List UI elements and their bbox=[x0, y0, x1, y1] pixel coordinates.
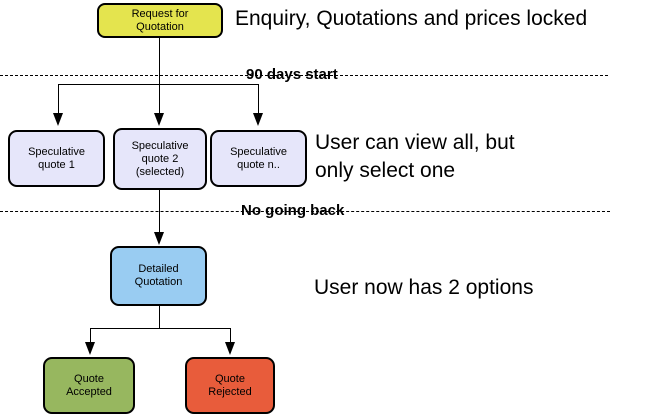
arrowhead-down-icon bbox=[154, 232, 164, 245]
node-detailed-quotation: Detailed Quotation bbox=[110, 246, 207, 306]
phase-divider-line-2 bbox=[0, 211, 610, 212]
node-quote-accepted: Quote Accepted bbox=[43, 357, 135, 414]
node-label: Quote Accepted bbox=[66, 372, 112, 398]
phase-label-90-days: 90 days start bbox=[246, 66, 338, 83]
arrowhead-down-icon bbox=[53, 113, 63, 126]
connector-request-down bbox=[159, 38, 160, 84]
node-label: Quote Rejected bbox=[208, 372, 252, 398]
node-speculative-quote-n: Speculative quote n.. bbox=[210, 130, 307, 187]
arrowhead-down-icon bbox=[253, 113, 263, 126]
node-speculative-quote-1: Speculative quote 1 bbox=[8, 130, 105, 187]
node-label: Request for Quotation bbox=[131, 7, 189, 33]
connector-branch-top bbox=[58, 84, 259, 85]
node-quote-rejected: Quote Rejected bbox=[185, 357, 275, 414]
node-label: Detailed Quotation bbox=[134, 263, 183, 288]
arrowhead-down-icon bbox=[225, 342, 235, 355]
annotation-enquiry: Enquiry, Quotations and prices locked bbox=[235, 7, 588, 30]
node-label: Speculative quote n.. bbox=[230, 145, 287, 171]
connector-to-spec3 bbox=[258, 84, 259, 114]
node-speculative-quote-2: Speculative quote 2 (selected) bbox=[113, 128, 207, 190]
connector-to-accepted bbox=[90, 328, 91, 343]
connector-detailed-down bbox=[159, 306, 160, 329]
connector-to-rejected bbox=[230, 328, 231, 343]
connector-to-spec1 bbox=[58, 84, 59, 114]
node-request-for-quotation: Request for Quotation bbox=[97, 3, 223, 38]
arrowhead-down-icon bbox=[154, 113, 164, 126]
connector-branch-bottom bbox=[90, 328, 231, 329]
node-label: Speculative quote 2 (selected) bbox=[131, 139, 189, 178]
node-label: Speculative quote 1 bbox=[28, 145, 85, 171]
connector-to-spec2 bbox=[159, 84, 160, 114]
arrowhead-down-icon bbox=[85, 342, 95, 355]
phase-label-no-going-back: No going back bbox=[241, 202, 345, 219]
phase-divider-line-1 bbox=[0, 75, 608, 76]
annotation-two-options: User now has 2 options bbox=[314, 276, 534, 299]
annotation-view-all: User can view all, but only select one bbox=[315, 131, 515, 182]
